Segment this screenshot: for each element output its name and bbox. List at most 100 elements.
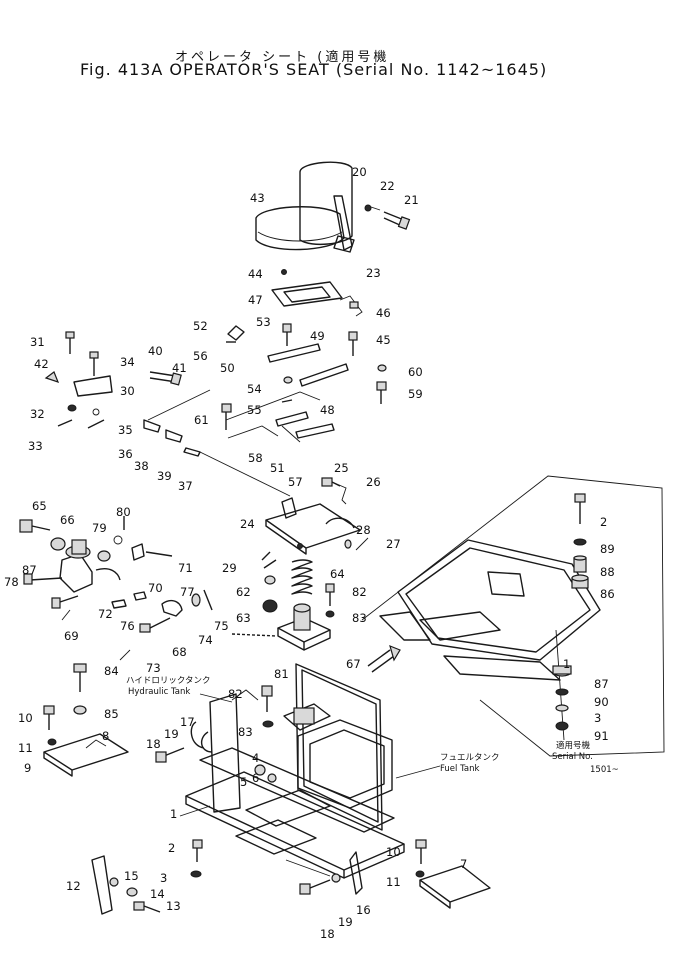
part-label-1: 1	[170, 807, 177, 821]
part-label-88: 88	[600, 565, 615, 579]
part-label-34: 34	[120, 355, 135, 369]
serial-note-value: 1501~	[590, 765, 619, 775]
part-label-8: 8	[102, 729, 109, 743]
part-label-52: 52	[193, 319, 208, 333]
part-label-40: 40	[148, 344, 163, 358]
part-label-70: 70	[148, 581, 163, 595]
part-label-3: 3	[594, 711, 601, 725]
part-label-74: 74	[198, 633, 213, 647]
seat-bracket-and-spring	[261, 477, 369, 618]
part-label-3: 3	[160, 871, 167, 885]
part-label-11: 11	[386, 875, 401, 889]
part-label-2: 2	[600, 515, 607, 529]
part-label-55: 55	[247, 403, 262, 417]
part-label-75: 75	[214, 619, 229, 633]
seat-assembly	[255, 161, 411, 253]
part-label-14: 14	[150, 887, 165, 901]
part-label-24: 24	[240, 517, 255, 531]
part-label-29: 29	[222, 561, 237, 575]
part-label-53: 53	[256, 315, 271, 329]
part-label-86: 86	[600, 587, 615, 601]
part-label-6: 6	[252, 771, 259, 785]
part-label-46: 46	[376, 306, 391, 320]
part-label-28: 28	[356, 523, 371, 537]
fuel-tank-en: Fuel Tank	[440, 764, 479, 774]
lever-base-group	[19, 516, 213, 661]
lever-linkage	[44, 325, 291, 497]
bolts-top-right	[221, 301, 387, 430]
part-label-72: 72	[98, 607, 113, 621]
part-label-18: 18	[146, 737, 161, 751]
part-label-69: 69	[64, 629, 79, 643]
hydraulic-tank-en: Hydraulic Tank	[128, 687, 190, 697]
part-label-19: 19	[338, 915, 353, 929]
part-label-71: 71	[178, 561, 193, 575]
hydraulic-tank-jp: ハイドロリックタンク	[126, 676, 211, 686]
part-label-90: 90	[594, 695, 609, 709]
part-label-41: 41	[172, 361, 187, 375]
part-label-84: 84	[104, 664, 119, 678]
floor-plate-left	[43, 663, 129, 777]
bracket-bottom-left	[91, 839, 203, 915]
serial-note-en: Serial No.	[552, 752, 593, 762]
part-label-82: 82	[352, 585, 367, 599]
part-label-50: 50	[220, 361, 235, 375]
part-label-56: 56	[193, 349, 208, 363]
part-label-35: 35	[118, 423, 133, 437]
part-label-22: 22	[380, 179, 395, 193]
part-label-78: 78	[4, 575, 19, 589]
part-label-20: 20	[352, 165, 367, 179]
part-label-57: 57	[288, 475, 303, 489]
part-label-1: 1	[563, 657, 570, 671]
part-label-33: 33	[28, 439, 43, 453]
figure-title: Fig. 413A OPERATOR'S SEAT (Serial No. 11…	[80, 60, 548, 79]
part-label-85: 85	[104, 707, 119, 721]
part-label-11: 11	[18, 741, 33, 755]
japanese-title: オペレータ シート (適用号機	[175, 50, 390, 65]
fuel-tank-jp: フュエルタンク	[440, 753, 500, 763]
part-label-83: 83	[352, 611, 367, 625]
part-label-54: 54	[247, 382, 262, 396]
part-label-15: 15	[124, 869, 139, 883]
part-label-37: 37	[178, 479, 193, 493]
part-label-51: 51	[270, 461, 285, 475]
part-label-9: 9	[24, 761, 31, 775]
part-label-76: 76	[120, 619, 135, 633]
part-label-44: 44	[248, 267, 263, 281]
part-label-82: 82	[228, 687, 243, 701]
part-label-60: 60	[408, 365, 423, 379]
part-label-73: 73	[146, 661, 161, 675]
part-label-21: 21	[404, 193, 419, 207]
part-label-2: 2	[168, 841, 175, 855]
part-label-83: 83	[238, 725, 253, 739]
part-label-18: 18	[320, 927, 335, 941]
part-label-47: 47	[248, 293, 263, 307]
part-label-10: 10	[18, 711, 33, 725]
part-label-26: 26	[366, 475, 381, 489]
part-label-10: 10	[386, 845, 401, 859]
part-label-89: 89	[600, 542, 615, 556]
part-label-16: 16	[356, 903, 371, 917]
part-label-19: 19	[164, 727, 179, 741]
part-label-87: 87	[22, 563, 37, 577]
part-label-81: 81	[274, 667, 289, 681]
part-label-79: 79	[92, 521, 107, 535]
part-label-42: 42	[34, 357, 49, 371]
part-label-65: 65	[32, 499, 47, 513]
part-label-31: 31	[30, 335, 45, 349]
part-label-58: 58	[248, 451, 263, 465]
part-label-4: 4	[252, 751, 259, 765]
part-label-77: 77	[180, 585, 195, 599]
part-label-30: 30	[120, 384, 135, 398]
part-label-27: 27	[386, 537, 401, 551]
part-label-25: 25	[334, 461, 349, 475]
part-label-48: 48	[320, 403, 335, 417]
part-label-23: 23	[366, 266, 381, 280]
part-label-17: 17	[180, 715, 195, 729]
part-label-39: 39	[157, 469, 172, 483]
part-label-43: 43	[250, 191, 265, 205]
part-label-61: 61	[194, 413, 209, 427]
part-label-12: 12	[66, 879, 81, 893]
